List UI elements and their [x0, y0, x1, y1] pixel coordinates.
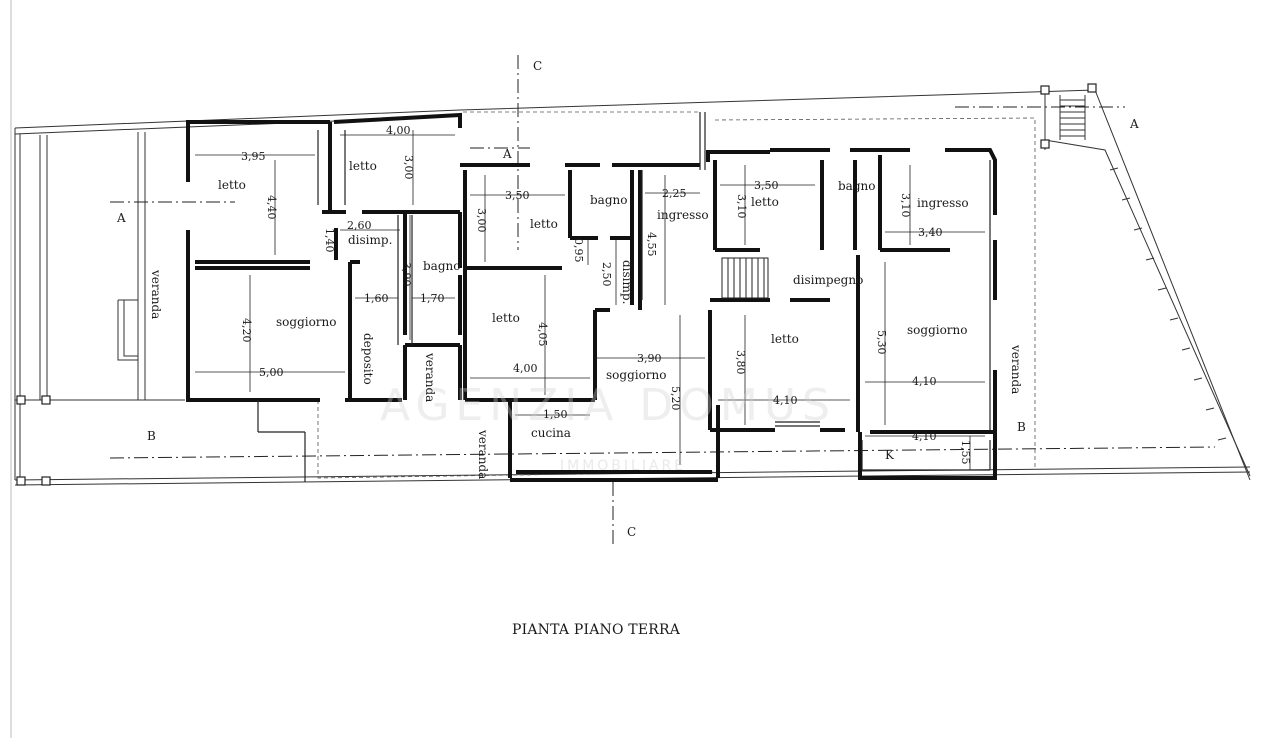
dim-label: 4,55 — [645, 232, 658, 257]
dim-label: 3,40 — [918, 226, 943, 239]
dim-label: 3,90 — [637, 352, 662, 365]
room-letto-2: letto — [349, 159, 377, 173]
dim-label: 3,00 — [475, 208, 488, 233]
dim-label: 0,95 — [572, 238, 585, 263]
dim-label: 4,20 — [240, 318, 253, 343]
dim-label: 5,30 — [875, 330, 888, 355]
room-soggiorno-3: soggiorno — [907, 323, 968, 337]
dim-label: 1,55 — [959, 440, 972, 465]
dim-label: 4,40 — [265, 195, 278, 220]
dim-label: 3,50 — [505, 189, 530, 202]
dim-label: 4,00 — [386, 124, 411, 137]
drawing-title: PIANTA PIANO TERRA — [512, 622, 681, 638]
section-label-c-top: C — [533, 59, 542, 73]
dim-label: 3,95 — [241, 150, 266, 163]
dim-label: 2,25 — [662, 187, 687, 200]
dim-label: 3,80 — [734, 350, 747, 375]
section-label-a-left: A — [116, 211, 126, 225]
dim-label: 4,00 — [513, 362, 538, 375]
dim-label: 1,60 — [364, 292, 389, 305]
room-letto-6: letto — [771, 332, 799, 346]
room-ingresso-2: ingresso — [917, 196, 969, 210]
section-lines — [109, 55, 1216, 545]
room-disimpegno: disimpegno — [793, 273, 863, 287]
watermark: AGENZIA DOMUS IMMOBILIARE — [380, 380, 836, 474]
room-letto-3: letto — [530, 217, 558, 231]
room-bagno-3: bagno — [838, 179, 875, 193]
watermark-text: AGENZIA DOMUS — [380, 380, 836, 431]
room-bagno-2: bagno — [590, 193, 627, 207]
room-labels: letto letto disimp. bagno soggiorno depo… — [149, 159, 1023, 479]
section-label-b-left: B — [147, 429, 156, 443]
walls — [186, 112, 997, 482]
room-soggiorno-1: soggiorno — [276, 315, 337, 329]
dimension-labels: 3,95 4,00 3,00 4,40 1,40 2,60 3,90 4,20 … — [240, 124, 972, 465]
dim-label: 3,90 — [400, 262, 413, 287]
dim-label: 1,70 — [420, 292, 445, 305]
dimension-lines — [195, 130, 985, 470]
room-letto-4: letto — [492, 311, 520, 325]
room-cucina: cucina — [531, 426, 571, 440]
watermark-subtext: IMMOBILIARE — [560, 458, 686, 474]
room-k: K — [885, 448, 895, 462]
dim-label: 4,10 — [912, 430, 937, 443]
dim-label: 3,00 — [402, 155, 415, 180]
stairs — [721, 257, 769, 299]
dim-label: 1,40 — [323, 228, 336, 253]
railing-ticks — [1109, 167, 1227, 441]
corner-posts — [16, 83, 1097, 486]
dim-label: 4,10 — [912, 375, 937, 388]
dim-label: 3,10 — [735, 194, 748, 219]
dim-label: 3,10 — [899, 193, 912, 218]
room-veranda-2: veranda — [423, 352, 437, 402]
section-label-b-right: B — [1017, 420, 1026, 434]
room-veranda-1: veranda — [149, 269, 163, 319]
room-veranda-4: veranda — [1009, 344, 1023, 394]
dim-label: 1,50 — [543, 408, 568, 421]
room-ingresso-1: ingresso — [657, 208, 709, 222]
room-veranda-3: veranda — [476, 429, 490, 479]
dim-label: 4,10 — [773, 394, 798, 407]
section-label-a-right: A — [1129, 117, 1139, 131]
room-deposito: deposito — [361, 333, 375, 385]
inner-thin-lines — [257, 112, 991, 482]
dim-label: 5,00 — [259, 366, 284, 379]
room-soggiorno-2: soggiorno — [606, 368, 667, 382]
dim-label: 2,60 — [347, 219, 372, 232]
room-letto-5: letto — [751, 195, 779, 209]
section-label-a-mid: A — [502, 147, 512, 161]
room-disimp-1: disimp. — [348, 233, 392, 247]
section-label-c-bottom: C — [627, 525, 636, 539]
dim-label: 4,05 — [536, 322, 549, 347]
room-disimp-2: disimp. — [620, 260, 634, 304]
dim-label: 2,50 — [600, 262, 613, 287]
dim-label: 5,20 — [669, 386, 682, 411]
room-bagno-1: bagno — [423, 259, 460, 273]
room-letto-1: letto — [218, 178, 246, 192]
dim-label: 3,50 — [754, 179, 779, 192]
section-label-group: A A A B B C C — [116, 59, 1139, 539]
